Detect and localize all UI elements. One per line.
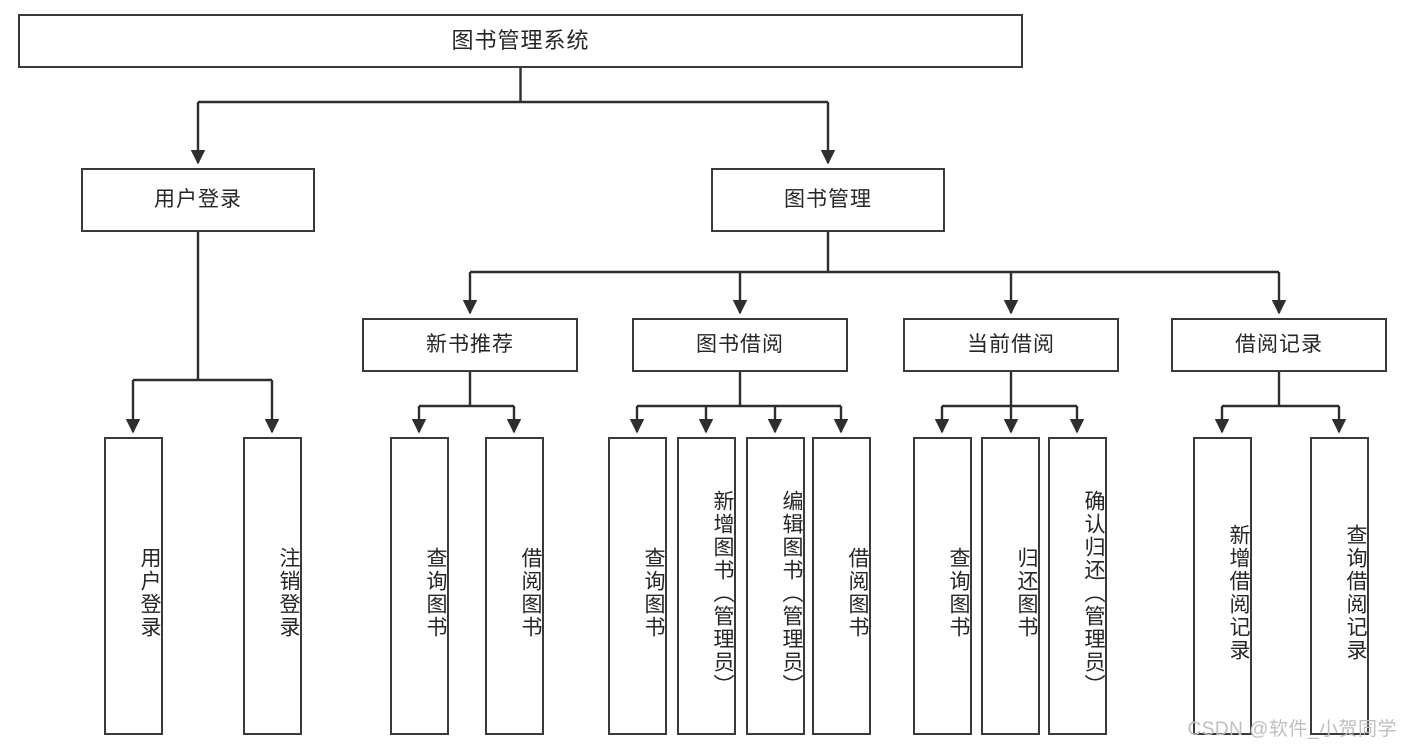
- node-label: 图书管理: [784, 188, 872, 212]
- node-label: 用户登录: [154, 188, 242, 212]
- node-label: 新增图书（管理员）: [711, 489, 734, 697]
- node-label: 编辑图书（管理员）: [780, 489, 803, 697]
- leaf-record-add[interactable]: 新增借阅记录: [1193, 437, 1252, 735]
- node-label: 新增借阅记录: [1227, 524, 1250, 662]
- node-new-book-recommend[interactable]: 新书推荐: [362, 318, 578, 372]
- csdn-watermark: CSDN @软件_小贺同学: [1187, 719, 1397, 740]
- leaf-current-return-book[interactable]: 归还图书: [981, 437, 1040, 735]
- node-user-login[interactable]: 用户登录: [81, 168, 315, 232]
- leaf-user-login[interactable]: 用户登录: [104, 437, 163, 735]
- node-label: 查询图书: [642, 547, 665, 639]
- node-label: 当前借阅: [967, 333, 1055, 357]
- node-label: 借阅图书: [846, 547, 869, 639]
- node-label: 注销登录: [277, 547, 300, 639]
- node-borrow-record[interactable]: 借阅记录: [1171, 318, 1387, 372]
- leaf-record-query[interactable]: 查询借阅记录: [1310, 437, 1369, 735]
- node-label: 确认归还（管理员）: [1082, 489, 1105, 697]
- leaf-new-book-query[interactable]: 查询图书: [390, 437, 449, 735]
- node-label: 图书管理系统: [451, 27, 590, 53]
- leaf-borrow-query-book[interactable]: 查询图书: [608, 437, 667, 735]
- leaf-current-query-book[interactable]: 查询图书: [913, 437, 972, 735]
- node-label: 归还图书: [1015, 547, 1038, 639]
- node-current-borrow[interactable]: 当前借阅: [903, 318, 1119, 372]
- leaf-borrow-edit-book[interactable]: 编辑图书（管理员）: [746, 437, 805, 735]
- node-book-borrow[interactable]: 图书借阅: [632, 318, 848, 372]
- node-book-management[interactable]: 图书管理: [711, 168, 945, 232]
- node-label: 图书借阅: [696, 333, 784, 357]
- leaf-current-confirm-return[interactable]: 确认归还（管理员）: [1048, 437, 1107, 735]
- node-label: 查询借阅记录: [1344, 524, 1367, 662]
- leaf-borrow-add-book[interactable]: 新增图书（管理员）: [677, 437, 736, 735]
- node-label: 查询图书: [947, 547, 970, 639]
- node-label: 用户登录: [138, 547, 161, 639]
- node-label: 借阅图书: [519, 547, 542, 639]
- node-root-system[interactable]: 图书管理系统: [18, 14, 1023, 68]
- node-label: 借阅记录: [1235, 333, 1323, 357]
- node-label: 查询图书: [424, 547, 447, 639]
- node-label: 新书推荐: [426, 333, 514, 357]
- leaf-user-logout[interactable]: 注销登录: [243, 437, 302, 735]
- leaf-borrow-borrow-book[interactable]: 借阅图书: [812, 437, 871, 735]
- leaf-new-book-borrow[interactable]: 借阅图书: [485, 437, 544, 735]
